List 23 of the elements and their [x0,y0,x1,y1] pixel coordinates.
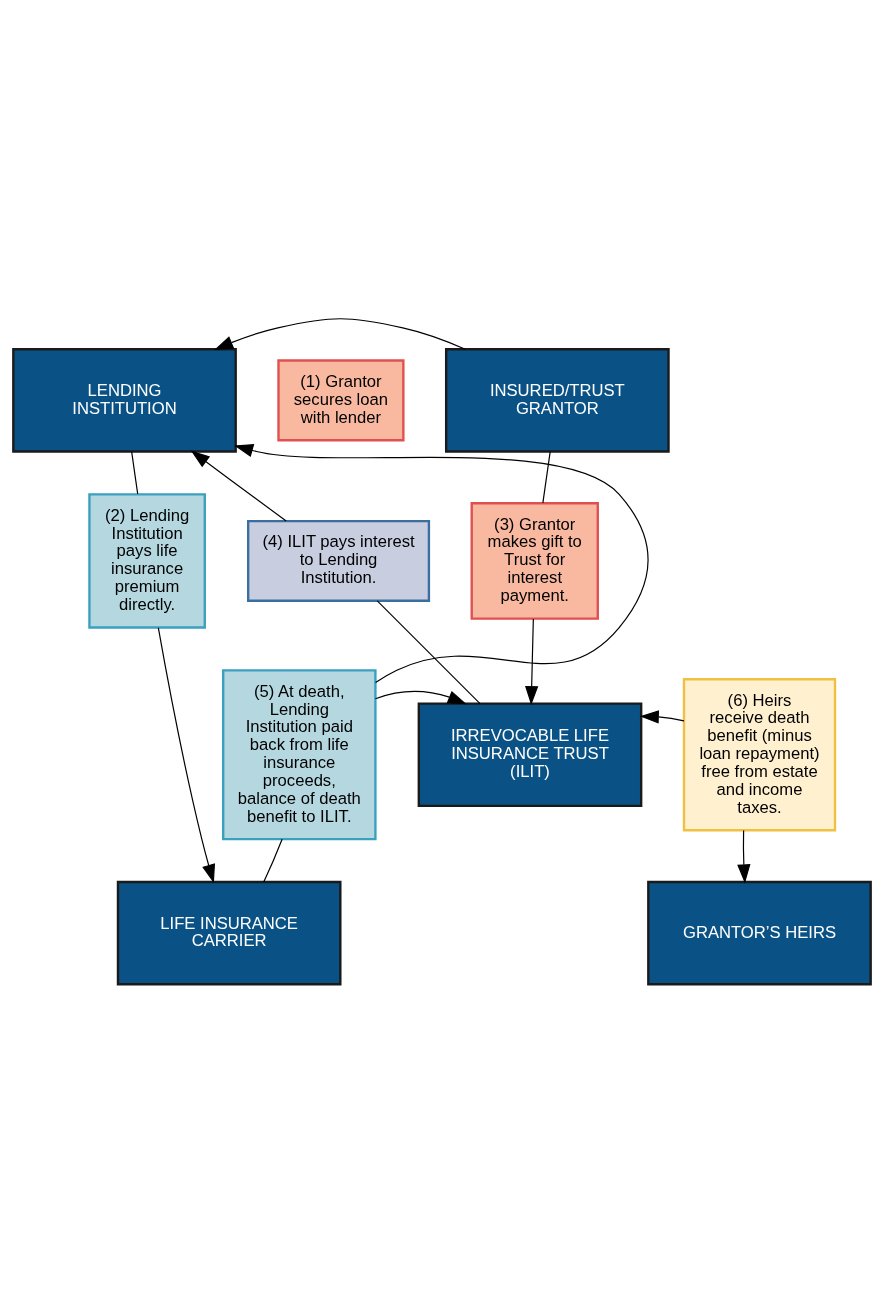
arrow [737,829,751,883]
connector [131,450,139,494]
arrow [190,450,287,522]
node-box: IRREVOCABLE LIFE INSURANCE TRUST (ILIT) [417,701,643,807]
node-box: (1) Grantor secures loan with lender [277,358,405,441]
arrow [234,443,649,683]
arrow [374,690,467,704]
node-box: LENDING INSTITUTION [12,347,237,453]
arrow [639,709,685,724]
node-box: INSURED/TRUST GRANTOR [444,347,670,453]
node-box: GRANTOR’S HEIRS [647,880,872,985]
arrow [525,617,539,705]
arrow [214,317,466,350]
arrow [157,626,216,883]
node-box: (3) Grantor makes gift to Trust for interest payment. [470,501,599,620]
connector [542,450,551,503]
connector [376,599,481,704]
node-box: (2) Lending Institution pays life insurance premium directly. [88,492,206,629]
node-box: (4) ILIT pays interest to Lending Institution. [247,519,431,602]
connector [263,838,283,882]
node-box: (5) At death, Lending Institution paid back from life insurance proceeds, balance of death benefit to ILIT. [222,668,377,840]
node-box: (6) Heirs receive death benefit (minus loan repayment) free from estate and income taxes. [682,677,837,831]
node-box: LIFE INSURANCE CARRIER [116,880,342,985]
